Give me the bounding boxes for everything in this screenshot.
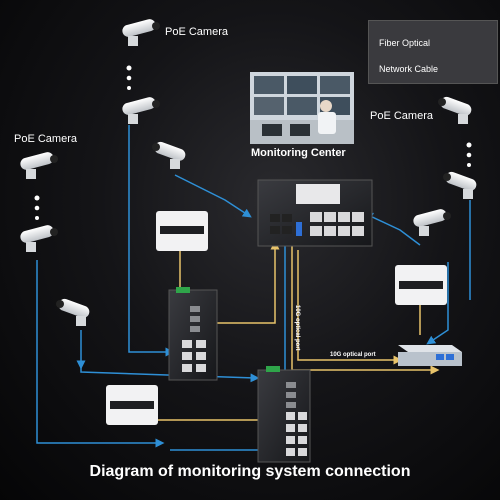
legend-network-label: Network Cable bbox=[379, 64, 438, 74]
nvr-box-bottom bbox=[106, 385, 158, 425]
camera-label-right: PoE Camera bbox=[370, 110, 433, 122]
camera-mid bbox=[152, 140, 187, 169]
optical-port-label-horizontal: 10G optical port bbox=[330, 352, 376, 358]
cable-camera-to-switch1 bbox=[175, 175, 248, 215]
legend-panel: Fiber Optical Network Cable bbox=[368, 20, 498, 84]
nvr-box-top bbox=[156, 211, 208, 251]
camera-label-top: PoE Camera bbox=[165, 26, 228, 38]
camera-left-2 bbox=[19, 224, 58, 252]
camera-lower-left bbox=[56, 297, 91, 326]
camera-right bbox=[438, 95, 473, 124]
nvr-box-right bbox=[395, 265, 447, 305]
camera-top bbox=[121, 18, 160, 46]
optical-port-label-vertical: 10G optical port bbox=[294, 305, 300, 351]
fiber-switch1-core bbox=[215, 245, 275, 323]
cable-right-cam2 bbox=[368, 215, 420, 245]
camera-left bbox=[19, 151, 58, 179]
core-switch bbox=[258, 180, 372, 246]
media-converter bbox=[398, 345, 462, 366]
monitoring-center-image bbox=[250, 72, 354, 144]
monitoring-center-label: Monitoring Center bbox=[251, 147, 346, 159]
industrial-switch-1 bbox=[169, 287, 217, 380]
camera-top-2 bbox=[121, 96, 160, 124]
camera-right-3 bbox=[412, 208, 451, 236]
fiber-core-to-converter bbox=[298, 250, 398, 360]
legend-fiber-label: Fiber Optical bbox=[379, 38, 430, 48]
camera-label-left: PoE Camera bbox=[14, 133, 77, 145]
cable-mid-to-switch2 bbox=[81, 365, 255, 378]
industrial-switch-2 bbox=[258, 366, 310, 462]
camera-right-2 bbox=[443, 170, 478, 199]
diagram-title: Diagram of monitoring system connection bbox=[0, 463, 500, 481]
